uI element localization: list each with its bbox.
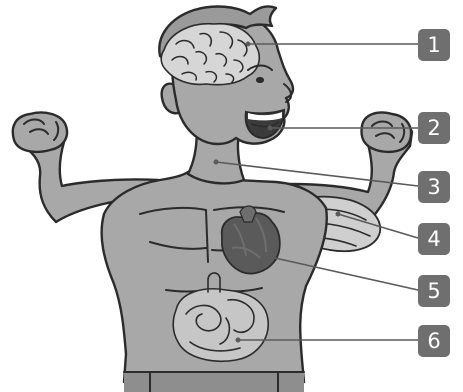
callout-number-2: 2 bbox=[427, 116, 440, 140]
callout-badge-6: 6 bbox=[418, 325, 450, 357]
callout-number-6: 6 bbox=[427, 329, 440, 353]
callout-number-4: 4 bbox=[427, 227, 440, 251]
callout-badge-2: 2 bbox=[418, 112, 450, 144]
callout-number-1: 1 bbox=[427, 33, 440, 57]
callout-number-3: 3 bbox=[427, 175, 440, 199]
callout-badge-5: 5 bbox=[418, 275, 450, 307]
callout-badge-3: 3 bbox=[418, 171, 450, 203]
callout-badge-4: 4 bbox=[418, 223, 450, 255]
brain-organ bbox=[161, 24, 259, 85]
callout-number-5: 5 bbox=[427, 279, 440, 303]
callout-badge-1: 1 bbox=[418, 29, 450, 61]
head bbox=[159, 6, 293, 144]
